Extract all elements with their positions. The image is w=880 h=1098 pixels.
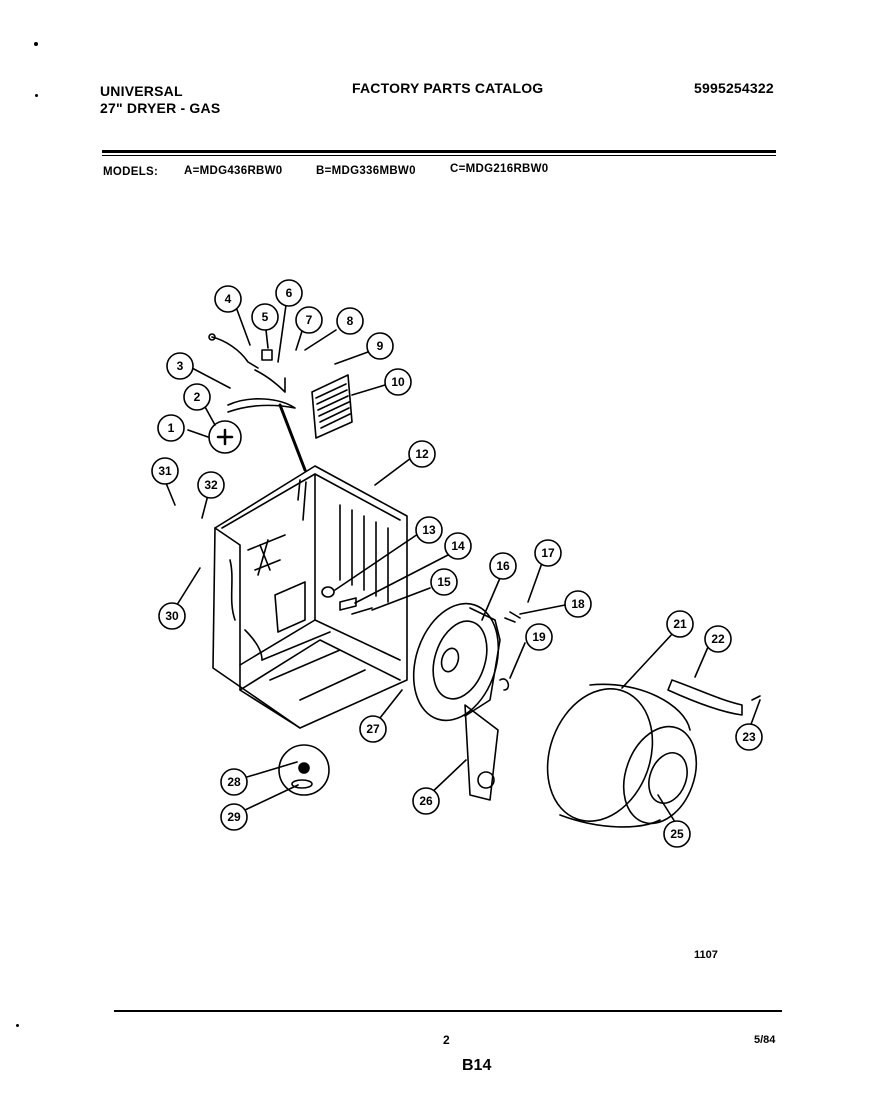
callout-28: 28: [227, 775, 241, 789]
callout-25: 25: [670, 827, 684, 841]
callout-3: 3: [177, 359, 184, 373]
product-title: 27" DRYER - GAS: [100, 100, 221, 116]
callout-8: 8: [347, 314, 354, 328]
page-number: 2: [443, 1033, 450, 1047]
footer-rule: [114, 1010, 782, 1012]
drawing-number: 1107: [694, 949, 718, 961]
callout-30: 30: [165, 609, 179, 623]
model-b: B=MDG336MBW0: [316, 165, 416, 177]
section-code: B14: [462, 1057, 492, 1074]
callout-21: 21: [673, 617, 687, 631]
callout-19: 19: [532, 630, 546, 644]
bullet-dot-icon: [35, 94, 38, 97]
callout-22: 22: [711, 632, 725, 646]
callout-4: 4: [225, 292, 232, 306]
model-c: C=MDG216RBW0: [450, 163, 549, 175]
catalog-title: FACTORY PARTS CATALOG: [352, 80, 544, 96]
callout-32: 32: [204, 478, 218, 492]
callout-31: 31: [158, 464, 172, 478]
callout-14: 14: [451, 539, 465, 553]
callout-27: 27: [366, 722, 380, 736]
catalog-number: 5995254322: [694, 80, 774, 96]
callout-23: 23: [742, 730, 756, 744]
models-label: MODELS:: [103, 166, 159, 178]
brand-title: UNIVERSAL: [100, 83, 183, 99]
cabinet: [212, 465, 408, 729]
callout-17: 17: [541, 546, 555, 560]
callout-7: 7: [306, 313, 313, 327]
callout-5: 5: [262, 310, 269, 324]
callout-12: 12: [415, 447, 429, 461]
model-a: A=MDG436RBW0: [184, 165, 283, 177]
callout-18: 18: [571, 597, 585, 611]
header-rule-thick: [102, 150, 776, 153]
header-rule-thin: [102, 155, 776, 156]
callout-9: 9: [377, 339, 384, 353]
callout-1: 1: [168, 421, 175, 435]
front-bulkhead: [412, 602, 501, 722]
callout-15: 15: [437, 575, 451, 589]
drum: [546, 683, 698, 828]
bullet-dot-icon: [34, 42, 38, 46]
callout-16: 16: [496, 559, 510, 573]
callout-29: 29: [227, 810, 241, 824]
callout-26: 26: [419, 794, 433, 808]
bullet-dot-icon: [16, 1024, 19, 1027]
callout-6: 6: [286, 286, 293, 300]
footer-date: 5/84: [754, 1034, 776, 1046]
callout-13: 13: [422, 523, 436, 537]
callout-10: 10: [391, 375, 405, 389]
callout-2: 2: [194, 390, 201, 404]
